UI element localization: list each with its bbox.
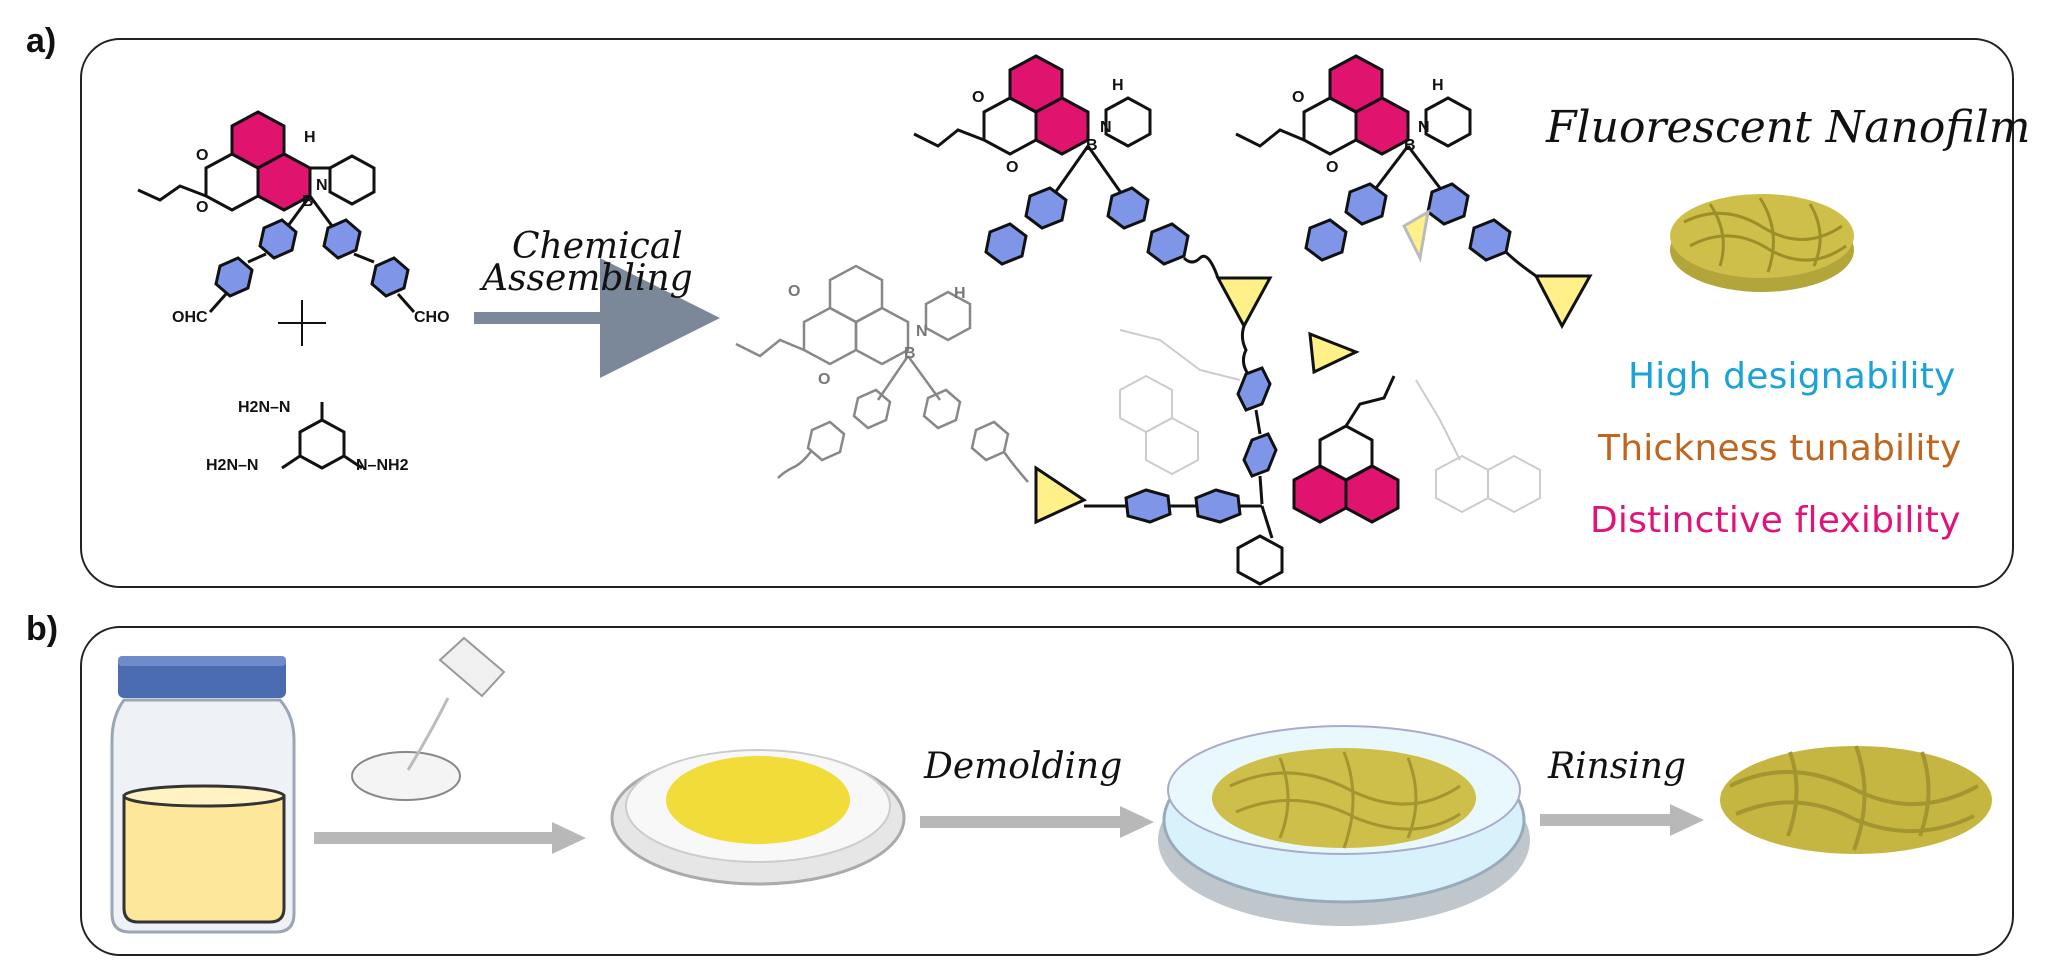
atom-h2n-left: H2N–N	[206, 457, 258, 474]
phenyl-left-2	[214, 256, 254, 298]
feature-thickness-tunability: Thickness tunability	[1598, 428, 1962, 469]
pyridine-ring	[328, 154, 376, 206]
process-arrow-3	[1540, 804, 1704, 836]
atom-cho: CHO	[414, 309, 450, 326]
svg-text:H: H	[954, 285, 966, 302]
atom-n-nh2: N–NH2	[356, 457, 409, 474]
atom-b: B	[302, 193, 314, 210]
triazine-node-2	[1533, 274, 1593, 330]
nanofilm-image	[1670, 194, 1854, 292]
triazine-node-4	[1034, 465, 1088, 525]
atom-nh: H	[304, 129, 316, 146]
atom-o-bottom: O	[196, 199, 208, 216]
feature-high-designability: High designability	[1628, 356, 1956, 397]
svg-text:H: H	[1432, 77, 1444, 94]
svg-text:O: O	[972, 89, 984, 106]
triazine-node-1	[1215, 276, 1273, 330]
atom-n: N	[316, 177, 328, 194]
final-nanofilm	[1720, 745, 1992, 854]
phenyl-right-1	[322, 218, 362, 260]
step-label-rinsing: Rinsing	[1548, 746, 1687, 787]
water-bath-with-film	[1158, 725, 1530, 926]
svg-text:O: O	[788, 283, 800, 300]
imide-ring	[204, 152, 260, 212]
monomer-structure	[137, 110, 416, 470]
arrow-label-chemical: Chemical	[512, 226, 683, 267]
mold-with-film	[610, 749, 906, 886]
arrow-label-assembling: Assembling	[482, 258, 693, 299]
svg-text:B: B	[904, 345, 916, 362]
atom-h2n-top: H2N–N	[238, 399, 290, 416]
atom-ohc: OHC	[172, 309, 208, 326]
pouring-dish	[351, 636, 506, 801]
phenyl-right-2	[370, 256, 410, 298]
butyl-chain	[137, 184, 207, 202]
process-arrow-2	[920, 806, 1154, 838]
framework-network	[735, 54, 1593, 586]
vial-with-solution	[110, 656, 296, 934]
phenyl-left-1	[258, 218, 298, 260]
svg-text:O: O	[818, 371, 830, 388]
svg-text:B: B	[1086, 137, 1098, 154]
panel-label-a: a)	[26, 22, 57, 60]
svg-text:H: H	[1112, 77, 1124, 94]
triazine-node-5	[1402, 209, 1431, 263]
panel-label-b: b)	[26, 610, 59, 648]
nanofilm-title: Fluorescent Nanofilm	[1546, 102, 2031, 153]
svg-text:N: N	[916, 323, 928, 340]
grey-atom-labels: H N B O O	[788, 283, 966, 388]
atom-o-top: O	[196, 147, 208, 164]
triazine-node-3	[1308, 331, 1360, 375]
svg-text:O: O	[1326, 159, 1338, 176]
svg-text:N: N	[1100, 119, 1112, 136]
svg-text:O: O	[1006, 159, 1018, 176]
svg-text:N: N	[1418, 119, 1430, 136]
process-arrow-1	[314, 822, 586, 854]
svg-text:O: O	[1292, 89, 1304, 106]
monomer-atom-labels: H N B O O OHC CHO H2N–N H2N–N N–NH2	[172, 129, 450, 474]
network-atom-labels: H N B H N B O O O O	[972, 77, 1444, 176]
svg-text:B: B	[1404, 137, 1416, 154]
feature-distinctive-flexibility: Distinctive flexibility	[1590, 500, 1961, 541]
step-label-demolding: Demolding	[924, 746, 1123, 787]
trihydrazide-ring	[298, 418, 346, 470]
